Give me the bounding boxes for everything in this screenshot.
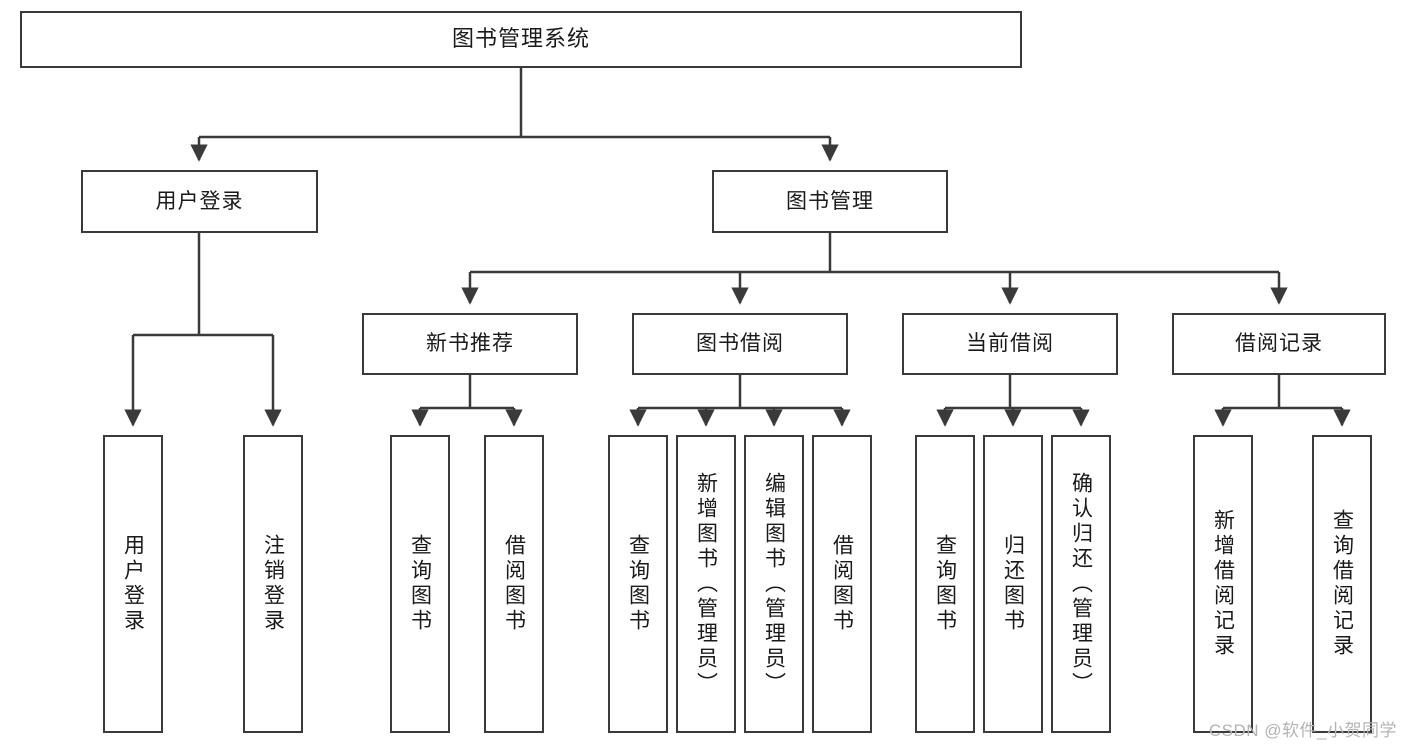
node-label: 查询图书 <box>933 534 957 634</box>
node-label: 确认归还（管理员） <box>1069 471 1093 697</box>
node-leaf-borrow-book-2[interactable]: 借阅图书 <box>812 435 872 733</box>
watermark: CSDN @软件_小贺同学 <box>1208 721 1397 740</box>
node-label: 用户登录 <box>155 189 244 213</box>
node-label: 查询借阅记录 <box>1330 509 1354 659</box>
node-leaf-return-book[interactable]: 归还图书 <box>983 435 1043 733</box>
node-label: 注销登录 <box>261 534 285 634</box>
node-label: 用户登录 <box>121 534 145 634</box>
node-label: 查询图书 <box>626 534 650 634</box>
node-leaf-query-book-3[interactable]: 查询图书 <box>915 435 975 733</box>
node-label: 图书管理系统 <box>451 26 590 52</box>
node-leaf-query-record[interactable]: 查询借阅记录 <box>1312 435 1372 733</box>
node-book-borrow[interactable]: 图书借阅 <box>632 313 848 375</box>
node-label: 借阅记录 <box>1235 332 1323 356</box>
node-current-borrow[interactable]: 当前借阅 <box>902 313 1118 375</box>
node-label: 归还图书 <box>1001 534 1025 634</box>
node-label: 查询图书 <box>408 534 432 634</box>
node-label: 当前借阅 <box>966 332 1054 356</box>
node-leaf-confirm-return[interactable]: 确认归还（管理员） <box>1051 435 1111 733</box>
node-label: 新增图书（管理员） <box>694 471 718 697</box>
node-root-book-management-system[interactable]: 图书管理系统 <box>20 11 1022 68</box>
node-leaf-borrow-book-1[interactable]: 借阅图书 <box>484 435 544 733</box>
node-label: 新增借阅记录 <box>1211 509 1235 659</box>
node-leaf-add-record[interactable]: 新增借阅记录 <box>1193 435 1253 733</box>
node-label: 图书管理 <box>786 189 874 213</box>
node-new-book-recommend[interactable]: 新书推荐 <box>362 313 578 375</box>
node-leaf-user-login[interactable]: 用户登录 <box>103 435 163 733</box>
node-leaf-query-book-2[interactable]: 查询图书 <box>608 435 668 733</box>
node-label: 新书推荐 <box>426 332 514 356</box>
node-leaf-query-book-1[interactable]: 查询图书 <box>390 435 450 733</box>
node-label: 借阅图书 <box>502 534 526 634</box>
node-label: 图书借阅 <box>696 332 784 356</box>
node-leaf-add-book[interactable]: 新增图书（管理员） <box>676 435 736 733</box>
node-label: 编辑图书（管理员） <box>762 471 786 697</box>
node-leaf-logout-login[interactable]: 注销登录 <box>243 435 303 733</box>
node-book-manage[interactable]: 图书管理 <box>712 170 948 233</box>
node-leaf-edit-book[interactable]: 编辑图书（管理员） <box>744 435 804 733</box>
node-user-login[interactable]: 用户登录 <box>81 170 318 233</box>
node-label: 借阅图书 <box>830 534 854 634</box>
node-borrow-record[interactable]: 借阅记录 <box>1172 313 1386 375</box>
